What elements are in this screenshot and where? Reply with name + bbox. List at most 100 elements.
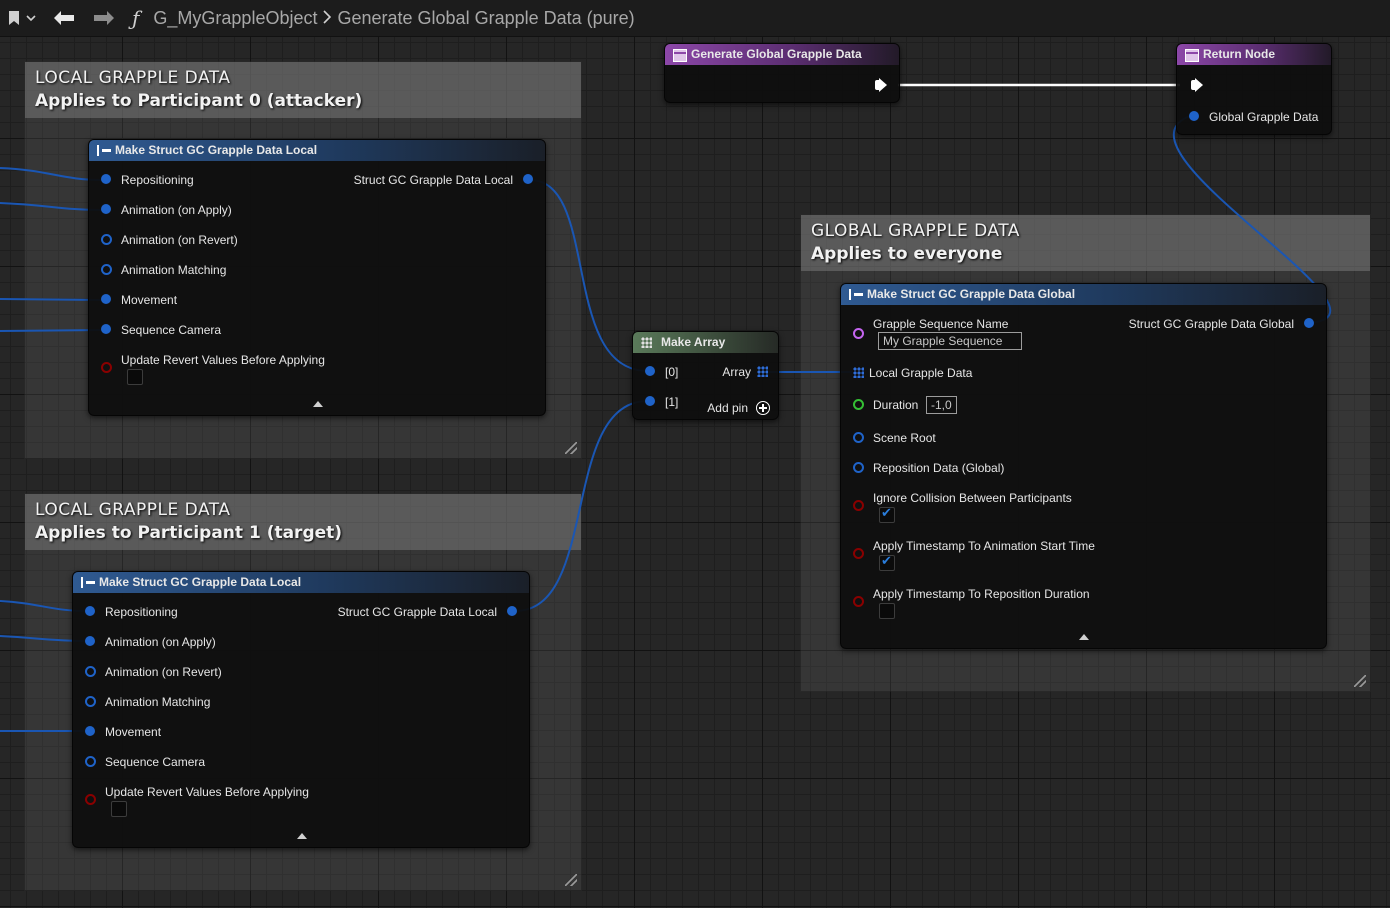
- function-node-icon: [1185, 49, 1199, 62]
- back-button[interactable]: [44, 0, 84, 36]
- exec-output-pin[interactable]: [875, 78, 887, 92]
- make-array-node[interactable]: Make Array [0] Array [1] Add pin: [632, 331, 779, 420]
- output-label: Struct GC Grapple Data Local: [337, 605, 497, 619]
- return-node[interactable]: Return Node Global Grapple Data: [1176, 43, 1332, 135]
- function-entry-node[interactable]: Generate Global Grapple Data: [664, 43, 900, 103]
- make-struct-local-node-1[interactable]: Make Struct GC Grapple Data Local Reposi…: [72, 571, 530, 848]
- array-index-0-input-pin[interactable]: [645, 366, 655, 376]
- pin-label: Animation Matching: [105, 695, 211, 709]
- pin-label: Repositioning: [121, 173, 194, 187]
- output-label: Struct GC Grapple Data Local: [353, 173, 513, 187]
- node-title: Generate Global Grapple Data: [691, 47, 862, 61]
- update-revert-checkbox[interactable]: [111, 801, 127, 817]
- sequence-camera-input-pin[interactable]: [101, 324, 111, 334]
- array-output-pin[interactable]: [757, 366, 768, 377]
- chevron-down-icon: [26, 15, 36, 22]
- pin-label: Update Revert Values Before Applying: [105, 785, 309, 799]
- animation-revert-input-pin[interactable]: [85, 666, 96, 677]
- arrow-left-icon: [54, 11, 74, 25]
- apply-timestamp-animation-input-pin[interactable]: [853, 548, 864, 559]
- graph-toolbar: ƒ G_MyGrappleObject Generate Global Grap…: [0, 0, 1390, 37]
- animation-revert-input-pin[interactable]: [101, 234, 112, 245]
- movement-input-pin[interactable]: [85, 726, 95, 736]
- update-revert-input-pin[interactable]: [101, 362, 112, 373]
- comment-header[interactable]: LOCAL GRAPPLE DATA Applies to Participan…: [25, 62, 581, 118]
- node-title: Make Struct GC Grapple Data Local: [99, 575, 302, 589]
- reposition-data-input-pin[interactable]: [853, 462, 864, 473]
- node-title: Make Struct GC Grapple Data Global: [867, 287, 1076, 301]
- comment-title: GLOBAL GRAPPLE DATA: [811, 221, 1020, 241]
- comment-resize-handle[interactable]: [565, 874, 577, 886]
- comment-header[interactable]: LOCAL GRAPPLE DATA Applies to Participan…: [25, 494, 581, 550]
- struct-node-icon: [97, 145, 111, 156]
- ignore-collision-checkbox[interactable]: [879, 506, 895, 523]
- comment-header[interactable]: GLOBAL GRAPPLE DATA Applies to everyone: [801, 215, 1370, 271]
- make-struct-global-node[interactable]: Make Struct GC Grapple Data Global Grapp…: [840, 283, 1327, 649]
- sequence-camera-input-pin[interactable]: [85, 756, 96, 767]
- pin-label: Grapple Sequence Name: [873, 317, 1009, 331]
- pin-label: Local Grapple Data: [869, 366, 973, 380]
- node-header[interactable]: Return Node: [1177, 44, 1331, 65]
- pin-label: Sequence Camera: [105, 755, 206, 769]
- node-header[interactable]: Make Struct GC Grapple Data Global: [841, 284, 1326, 305]
- apply-timestamp-animation-checkbox[interactable]: [879, 554, 895, 571]
- node-title: Make Array: [661, 335, 726, 349]
- pin-label: Ignore Collision Between Participants: [873, 491, 1072, 505]
- pin-label: Sequence Camera: [121, 323, 222, 337]
- update-revert-checkbox[interactable]: [127, 369, 143, 385]
- repositioning-input-pin[interactable]: [85, 606, 95, 616]
- struct-output-pin[interactable]: [1304, 318, 1314, 328]
- pin-label: Apply Timestamp To Animation Start Time: [873, 539, 1095, 553]
- animation-apply-input-pin[interactable]: [85, 636, 95, 646]
- function-node-icon: [673, 49, 687, 62]
- node-header[interactable]: Make Array: [633, 332, 778, 353]
- bookmark-dropdown-button[interactable]: [0, 0, 44, 36]
- add-pin-button[interactable]: Add pin: [707, 401, 748, 415]
- collapse-chevron-icon[interactable]: [297, 833, 307, 839]
- movement-input-pin[interactable]: [101, 294, 111, 304]
- animation-matching-input-pin[interactable]: [85, 696, 96, 707]
- local-grapple-data-array-pin[interactable]: [853, 367, 864, 378]
- struct-output-pin[interactable]: [507, 606, 517, 616]
- make-struct-local-node-0[interactable]: Make Struct GC Grapple Data Local Reposi…: [88, 139, 546, 416]
- duration-field[interactable]: -1,0: [926, 396, 957, 414]
- pin-label: Animation (on Revert): [105, 665, 222, 679]
- node-header[interactable]: Make Struct GC Grapple Data Local: [89, 140, 545, 161]
- node-header[interactable]: Generate Global Grapple Data: [665, 44, 899, 65]
- scene-root-input-pin[interactable]: [853, 432, 864, 443]
- collapse-chevron-icon[interactable]: [1079, 634, 1089, 640]
- arrow-right-icon: [94, 11, 114, 25]
- pin-label: Animation (on Apply): [121, 203, 232, 217]
- array-index-1-input-pin[interactable]: [645, 396, 655, 406]
- exec-input-pin[interactable]: [1191, 78, 1203, 92]
- add-pin-plus-icon[interactable]: [756, 401, 770, 415]
- breadcrumb-function[interactable]: Generate Global Grapple Data (pure): [337, 7, 635, 28]
- pin-label: Repositioning: [105, 605, 178, 619]
- pin-label: Duration: [873, 398, 919, 412]
- comment-resize-handle[interactable]: [565, 442, 577, 454]
- global-grapple-data-input-pin[interactable]: [1189, 111, 1199, 121]
- apply-timestamp-reposition-checkbox[interactable]: [879, 603, 895, 619]
- repositioning-input-pin[interactable]: [101, 174, 111, 184]
- bookmark-icon: [9, 11, 19, 25]
- duration-input-pin[interactable]: [853, 399, 864, 410]
- collapse-chevron-icon[interactable]: [313, 401, 323, 407]
- apply-timestamp-reposition-input-pin[interactable]: [853, 596, 864, 607]
- comment-resize-handle[interactable]: [1354, 675, 1366, 687]
- forward-button[interactable]: [84, 0, 124, 36]
- animation-apply-input-pin[interactable]: [101, 204, 111, 214]
- grapple-sequence-name-input-pin[interactable]: [853, 328, 864, 339]
- pin-label: [0]: [665, 365, 679, 379]
- node-header[interactable]: Make Struct GC Grapple Data Local: [73, 572, 529, 593]
- node-title: Make Struct GC Grapple Data Local: [115, 143, 318, 157]
- animation-matching-input-pin[interactable]: [101, 264, 112, 275]
- breadcrumb-object[interactable]: G_MyGrappleObject: [153, 7, 318, 28]
- node-title: Return Node: [1203, 47, 1275, 61]
- struct-output-pin[interactable]: [523, 174, 533, 184]
- grapple-sequence-name-field[interactable]: My Grapple Sequence: [878, 332, 1022, 350]
- ignore-collision-input-pin[interactable]: [853, 500, 864, 511]
- pin-label: Movement: [105, 725, 162, 739]
- pin-label: Animation (on Revert): [121, 233, 238, 247]
- pin-label: [1]: [665, 395, 679, 409]
- update-revert-input-pin[interactable]: [85, 794, 96, 805]
